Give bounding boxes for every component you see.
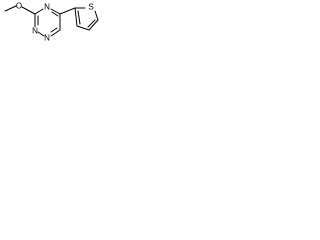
bond-c6-n1-double (50, 27, 58, 33)
chemical-structure-diagram: O N N N S (4, 2, 99, 43)
atom-oxygen: O (16, 2, 22, 11)
bond-n4-c5 (50, 8, 61, 15)
atom-sulfur: S (88, 3, 93, 12)
bond-thio-c5-c4-double (87, 19, 96, 28)
atom-nitrogen-2: N (32, 27, 38, 36)
bond-c3-n4 (34, 8, 44, 15)
bond-c6-n1 (50, 29, 61, 37)
bond-c5-thiophene (59, 7, 76, 15)
bond-n1-n2 (37, 31, 45, 37)
bond-thio-s-c5 (94, 10, 99, 21)
bond-oxygen-c3 (21, 6, 36, 15)
atom-nitrogen-1: N (44, 34, 50, 43)
bond-thio-c3-c2 (74, 7, 78, 27)
atom-nitrogen-4: N (44, 3, 50, 12)
bond-thio-c4-c3 (76, 25, 90, 31)
bond-methyl-oxygen (4, 5, 17, 12)
bond-thio-c5-c4 (88, 19, 99, 31)
bond-n4-c5-double (51, 11, 59, 17)
bond-thio-c3-c2-double (77, 10, 81, 25)
